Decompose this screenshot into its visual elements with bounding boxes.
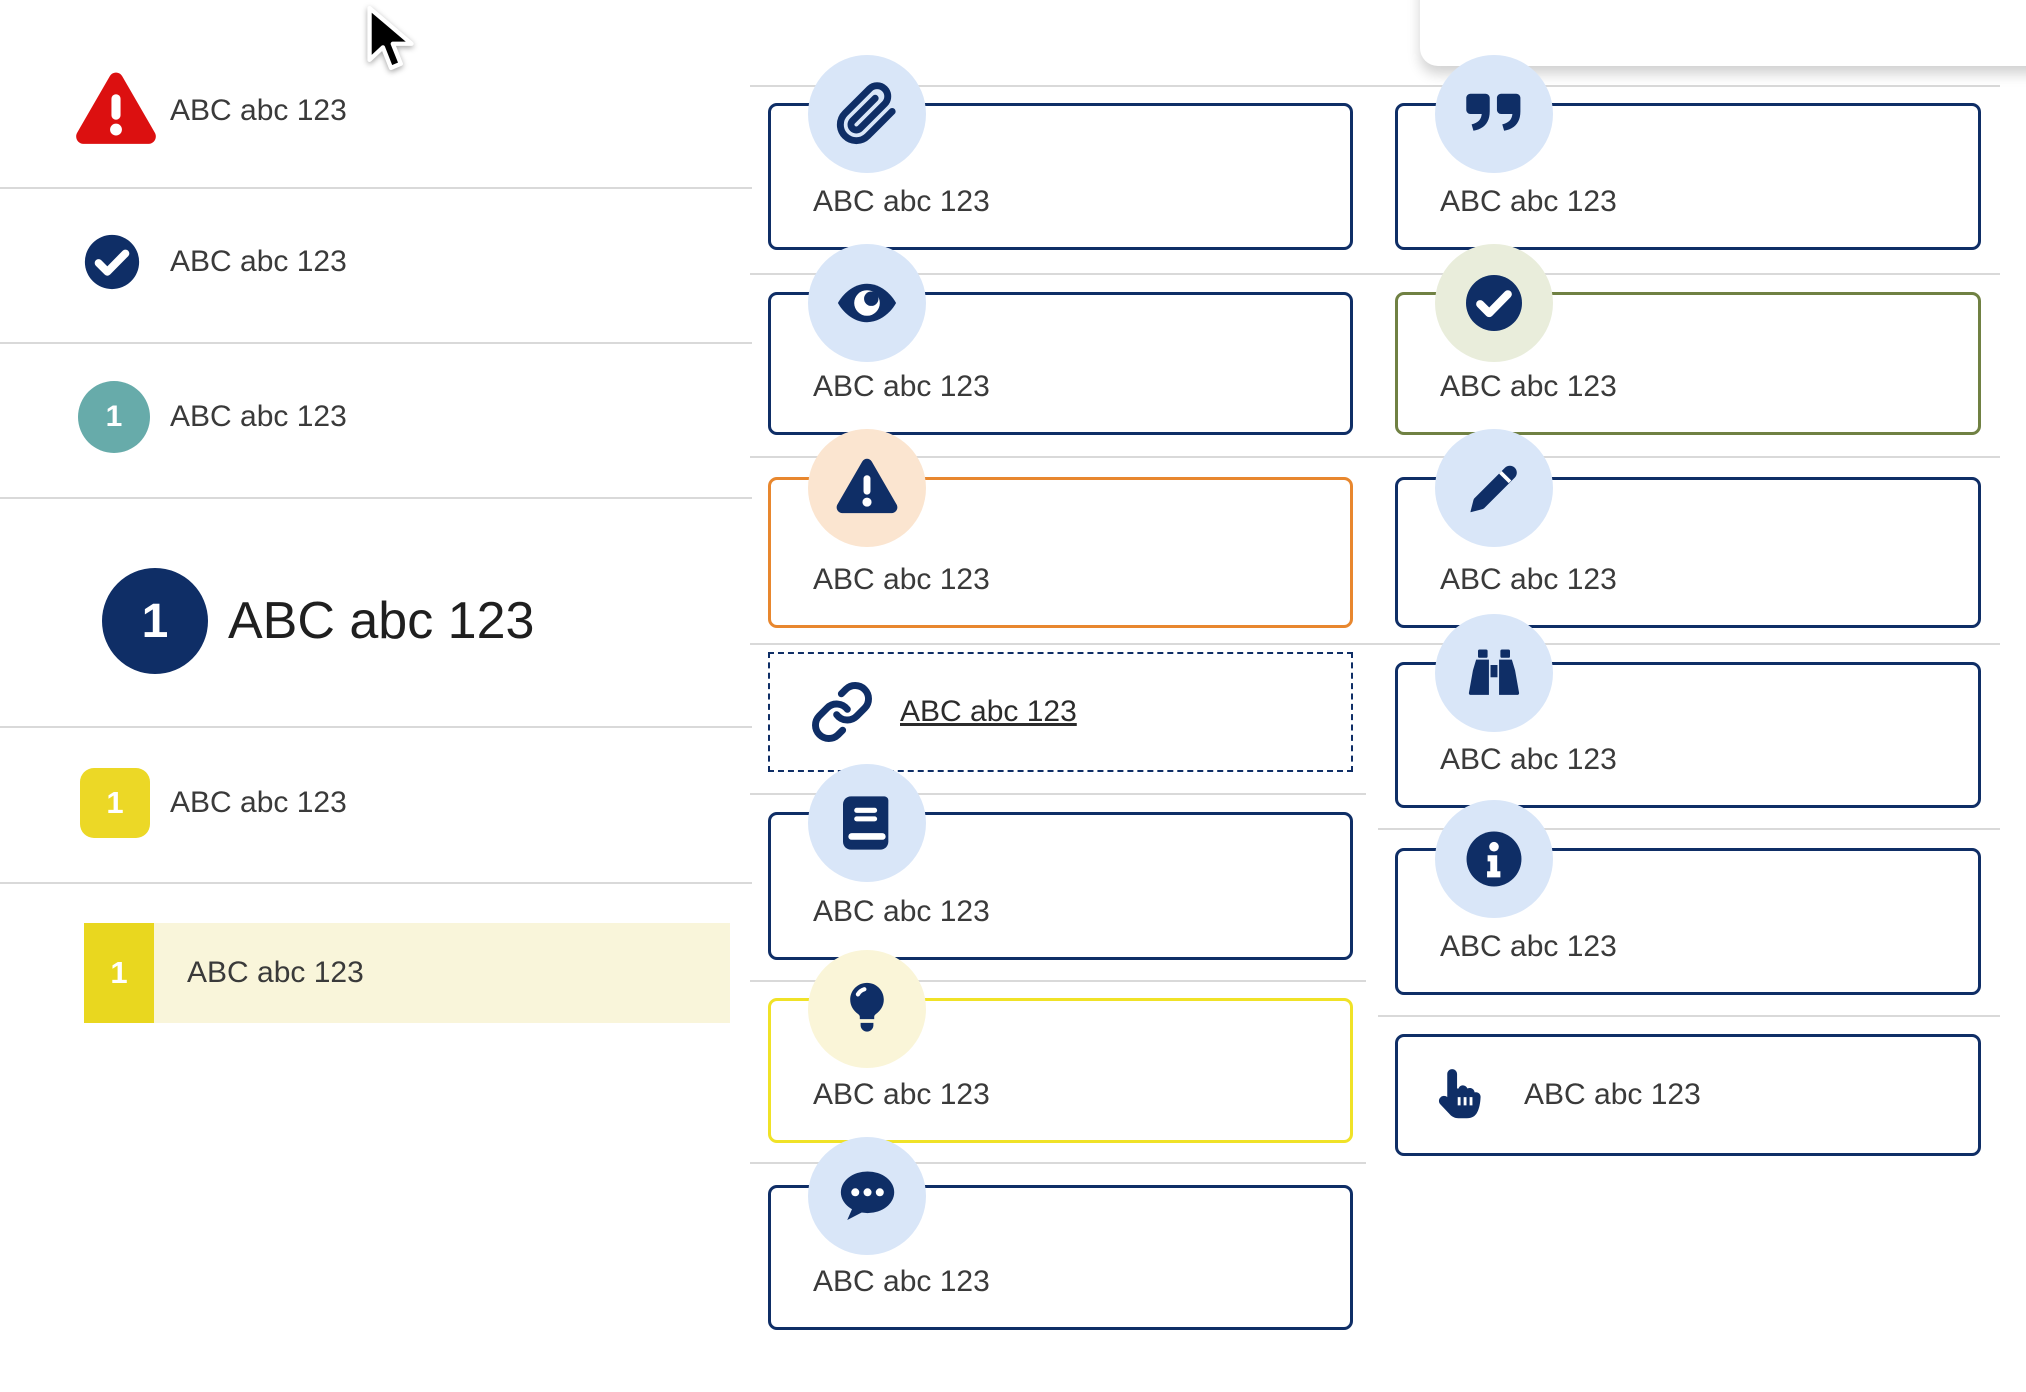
warning-triangle-icon [808,429,926,547]
list-item-label: ABC abc 123 [170,400,347,433]
row-divider [750,456,2000,458]
row-divider [0,497,752,499]
list-item: 1 ABC abc 123 [0,568,752,674]
list-item-label: ABC abc 123 [170,245,347,278]
callout-card-label: ABC abc 123 [813,895,990,928]
list-item: ABC abc 123 [0,231,752,293]
link-icon [810,680,874,744]
callout-card-info-circle: ABC abc 123 [1395,800,1981,995]
callout-card-book: ABC abc 123 [768,764,1353,960]
list-item: 1 ABC abc 123 [0,381,752,453]
mouse-cursor-icon [367,6,414,71]
row-divider [1378,1015,2000,1017]
callout-card-hand-point: ABC abc 123 [1395,1034,1981,1156]
number-badge: 1 [84,923,154,1023]
callout-card-chat: ABC abc 123 [768,1137,1353,1330]
row-divider [0,882,752,884]
callout-card-label: ABC abc 123 [1440,930,1617,963]
highlight-row-background [84,923,730,1023]
callout-card-paperclip: ABC abc 123 [768,55,1353,250]
callout-card-label: ABC abc 123 [813,185,990,218]
row-divider [1378,828,2000,830]
callout-card-label: ABC abc 123 [1524,1078,1701,1111]
row-divider [750,273,2000,275]
callout-card-label: ABC abc 123 [1440,185,1617,218]
callout-card-label: ABC abc 123 [813,370,990,403]
binoculars-icon [1435,614,1553,732]
callout-card-label: ABC abc 123 [1440,743,1617,776]
eye-icon [808,244,926,362]
callout-link-label[interactable]: ABC abc 123 [900,695,1077,728]
row-divider [750,643,2000,645]
list-item-label: ABC abc 123 [187,956,364,989]
row-divider [750,980,1366,982]
info-circle-icon [1435,800,1553,918]
callout-card-eye: ABC abc 123 [768,244,1353,435]
pencil-icon [1435,429,1553,547]
callout-card-quote: ABC abc 123 [1395,55,1981,250]
row-divider [0,187,752,189]
number-badge: 1 [102,568,208,674]
callout-card-label: ABC abc 123 [813,563,990,596]
row-divider [750,793,1366,795]
callout-card-label: ABC abc 123 [813,1265,990,1298]
callout-card-pencil: ABC abc 123 [1395,429,1981,628]
check-circle-icon [81,231,143,293]
lightbulb-icon [808,950,926,1068]
list-item: ABC abc 123 [0,72,752,148]
list-item: 1 ABC abc 123 [0,768,752,838]
row-divider [750,1162,1366,1164]
book-icon [808,764,926,882]
list-item-label: ABC abc 123 [170,786,347,819]
number-badge: 1 [78,381,150,453]
callout-card-label: ABC abc 123 [813,1078,990,1111]
alert-triangle-icon [74,69,158,153]
list-item-label: ABC abc 123 [170,94,347,127]
list-item-label: ABC abc 123 [228,592,535,650]
callout-card-label: ABC abc 123 [1440,370,1617,403]
chat-icon [808,1137,926,1255]
callout-card-binoculars: ABC abc 123 [1395,614,1981,808]
floating-sheet [1420,0,2026,66]
callout-card-lightbulb: ABC abc 123 [768,950,1353,1143]
list-item: 1 ABC abc 123 [0,923,752,1023]
callout-card-label: ABC abc 123 [1440,563,1617,596]
number-badge: 1 [80,768,150,838]
callout-card-link[interactable]: ABC abc 123 [768,652,1353,772]
check-circle-icon [1435,244,1553,362]
row-divider [0,726,752,728]
paperclip-icon [808,55,926,173]
row-divider [750,85,2000,87]
row-divider [0,342,752,344]
callout-card-check-circle: ABC abc 123 [1395,244,1981,435]
quote-icon [1435,55,1553,173]
callout-card-warning-triangle: ABC abc 123 [768,429,1353,628]
hand-point-icon [1424,1064,1486,1126]
